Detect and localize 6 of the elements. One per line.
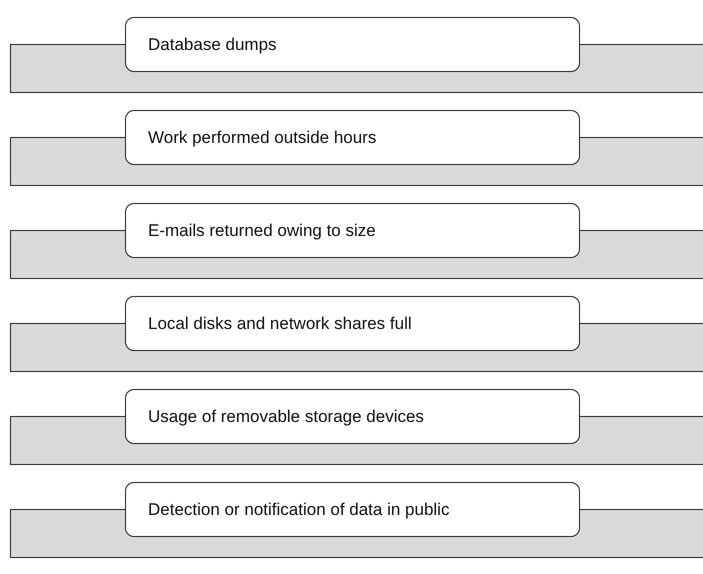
item-label-box: Usage of removable storage devices xyxy=(125,389,580,444)
item-label-box: Work performed outside hours xyxy=(125,110,580,165)
item-label-box: E-mails returned owing to size xyxy=(125,203,580,258)
item-label-box: Local disks and network shares full xyxy=(125,296,580,351)
item-label-box: Detection or notification of data in public xyxy=(125,482,580,537)
item-label-box: Database dumps xyxy=(125,17,580,72)
